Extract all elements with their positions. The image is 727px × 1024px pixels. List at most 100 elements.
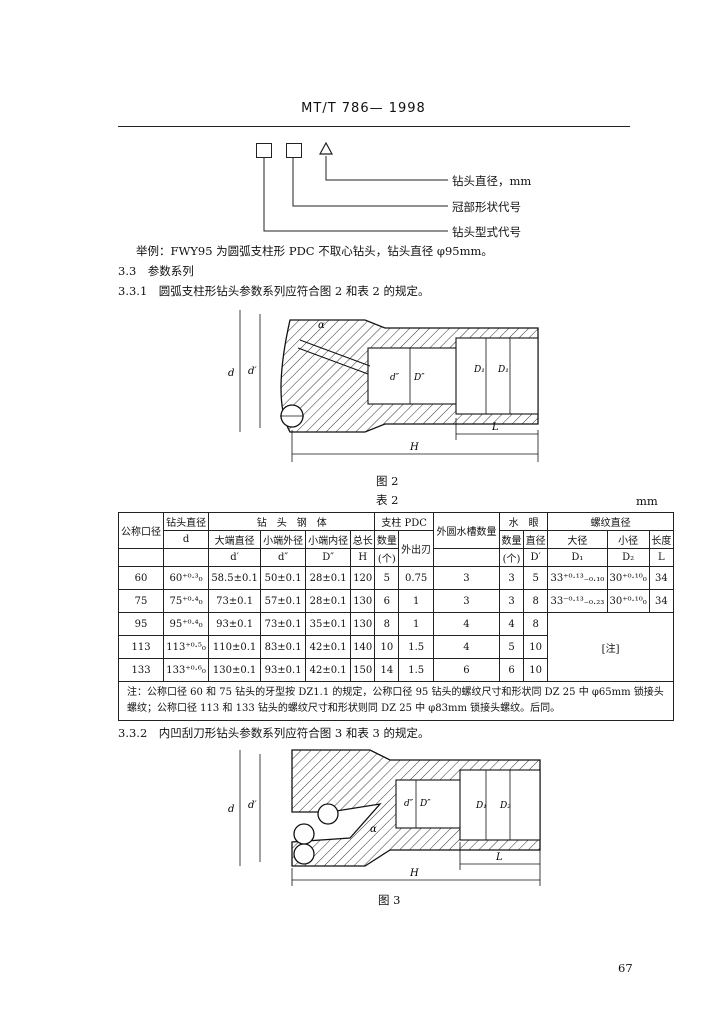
table-cell: 42±0.1 xyxy=(305,635,352,659)
table-cell: 113 xyxy=(117,635,165,659)
figure-2-drawing: d d′ α d″ D″ D₁ D₁ L H xyxy=(228,310,539,462)
table-2-caption: 表 2 xyxy=(376,493,399,507)
table-2-unit: mm xyxy=(636,494,658,508)
code-legend-lines xyxy=(263,141,448,232)
table-cell: 60 xyxy=(117,566,165,590)
standard-header: MT/T 786— 1998 xyxy=(301,101,426,116)
th-nominal: 公称口径 xyxy=(117,512,165,549)
table-cell: 30⁺⁰·¹⁰₀ xyxy=(606,566,650,590)
table-cell: 75 xyxy=(117,589,165,613)
section-3-3-1: 3.3.1 圆弧支柱形钻头参数系列应符合图 2 和表 2 的规定。 xyxy=(118,284,430,298)
table-cell: 3 xyxy=(498,566,525,590)
th-big-sym: d′ xyxy=(208,548,262,567)
table-cell: 3 xyxy=(432,589,500,613)
table-cell: 60⁺⁰·³₀ xyxy=(163,566,210,590)
th-bit-sym: d xyxy=(163,530,210,549)
fig3-label-d: d xyxy=(228,804,234,815)
table-cell xyxy=(117,548,165,567)
th-w-count: 数量 xyxy=(498,530,525,549)
th-protrude: 外出刃 xyxy=(398,530,434,567)
table-cell: 130 xyxy=(350,589,376,613)
table-cell: 57±0.1 xyxy=(260,589,307,613)
figure-2-caption: 图 2 xyxy=(376,474,399,488)
figure-3-drawing: d d′ α d″ D″ D₁ D₂ L H xyxy=(228,749,541,886)
table-2: 公称口径 钻头直径 钻 头 钢 体 支柱 PDC 外圆水槽数量 水 眼 螺纹直径… xyxy=(117,512,675,721)
fig2-label-d2: d″ xyxy=(390,373,400,383)
table-cell: 73±0.1 xyxy=(208,589,262,613)
table-cell: 35±0.1 xyxy=(305,612,352,636)
shape-code-box xyxy=(286,143,302,158)
table-cell: 1.5 xyxy=(398,658,434,682)
table-cell: 73±0.1 xyxy=(260,612,307,636)
th-small-od-sym: d″ xyxy=(260,548,307,567)
table-cell: 6 xyxy=(432,658,500,682)
th-minor-sym: D₂ xyxy=(606,548,650,567)
table-cell: 42±0.1 xyxy=(305,658,352,682)
th-small-id: 小端内径 xyxy=(305,530,352,549)
th-length: 总长 xyxy=(350,530,376,549)
figure-3-caption: 图 3 xyxy=(378,893,401,907)
table-cell: 5 xyxy=(498,635,525,659)
th-minor: 小径 xyxy=(606,530,650,549)
table-cell: 10 xyxy=(374,635,400,659)
table-cell: 75⁺⁰·⁴₀ xyxy=(163,589,210,613)
th-thread: 螺纹直径 xyxy=(547,512,674,531)
th-big: 大端直径 xyxy=(208,530,262,549)
table-cell: 33⁺⁰·¹³₋₀.₁₀ xyxy=(547,566,608,590)
table-cell: 30⁺⁰·¹⁰₀ xyxy=(606,589,650,613)
table-cell: 4 xyxy=(432,612,500,636)
table-cell: 8 xyxy=(523,589,549,613)
table-cell: 133 xyxy=(117,658,165,682)
fig2-label-H: H xyxy=(409,442,419,453)
table-cell: 120 xyxy=(350,566,376,590)
th-len-sym: L xyxy=(648,548,675,567)
table-cell: 58.5±0.1 xyxy=(208,566,262,590)
fig2-label-d: d xyxy=(228,368,234,379)
th-major-sym: D₁ xyxy=(547,548,608,567)
fig3-label-alpha: α xyxy=(370,824,377,835)
table-cell: 28±0.1 xyxy=(305,589,352,613)
example-text: 举例：FWY95 为圆弧支柱形 PDC 不取心钻头，钻头直径 φ95mm。 xyxy=(136,244,493,258)
table-cell: 113⁺⁰·⁵₀ xyxy=(163,635,210,659)
legend-crown-shape: 冠部形状代号 xyxy=(452,200,521,214)
table-cell: 0.75 xyxy=(398,566,434,590)
table-cell: 130 xyxy=(350,612,376,636)
merged-note-cell: [注] xyxy=(547,612,674,682)
fig3-label-H: H xyxy=(409,868,419,879)
table-2-note: 注：公称口径 60 和 75 钻头的牙型按 DZ1.1 的规定，公称口径 95 … xyxy=(118,681,674,721)
fig2-label-D2: D″ xyxy=(413,373,425,383)
table-cell: 3 xyxy=(432,566,500,590)
table-cell: 4 xyxy=(432,635,500,659)
table-cell: 83±0.1 xyxy=(260,635,307,659)
table-cell: 4 xyxy=(498,612,525,636)
table-cell: 130±0.1 xyxy=(208,658,262,682)
th-len: 长度 xyxy=(648,530,675,549)
th-count: 数量 xyxy=(374,530,400,549)
fig2-label-alpha: α xyxy=(318,320,325,331)
legend-bit-diameter: 钻头直径，mm xyxy=(452,174,532,188)
fig2-label-L: L xyxy=(491,422,499,433)
th-small-id-sym: D″ xyxy=(305,548,352,567)
table-cell: 33⁻⁰·¹³₋₀.₂₃ xyxy=(547,589,608,613)
th-body: 钻 头 钢 体 xyxy=(208,512,376,531)
th-w-dia: 直径 xyxy=(523,530,549,549)
section-3-3-2: 3.3.2 内凹刮刀形钻头参数系列应符合图 3 和表 3 的规定。 xyxy=(118,726,430,740)
table-cell: 3 xyxy=(498,589,525,613)
table-cell: 95⁺⁰·⁴₀ xyxy=(163,612,210,636)
table-cell: 5 xyxy=(374,566,400,590)
th-major: 大径 xyxy=(547,530,608,549)
fig3-label-D1: D₁ xyxy=(475,801,487,811)
table-cell xyxy=(432,548,500,567)
table-cell: 95 xyxy=(117,612,165,636)
table-cell: 34 xyxy=(648,589,675,613)
fig3-label-L: L xyxy=(495,852,503,863)
th-water: 水 眼 xyxy=(498,512,549,531)
table-cell: 8 xyxy=(374,612,400,636)
fig3-label-D2b: D₂ xyxy=(499,801,511,811)
table-cell: 110±0.1 xyxy=(208,635,262,659)
table-cell: 5 xyxy=(523,566,549,590)
table-cell: 150 xyxy=(350,658,376,682)
